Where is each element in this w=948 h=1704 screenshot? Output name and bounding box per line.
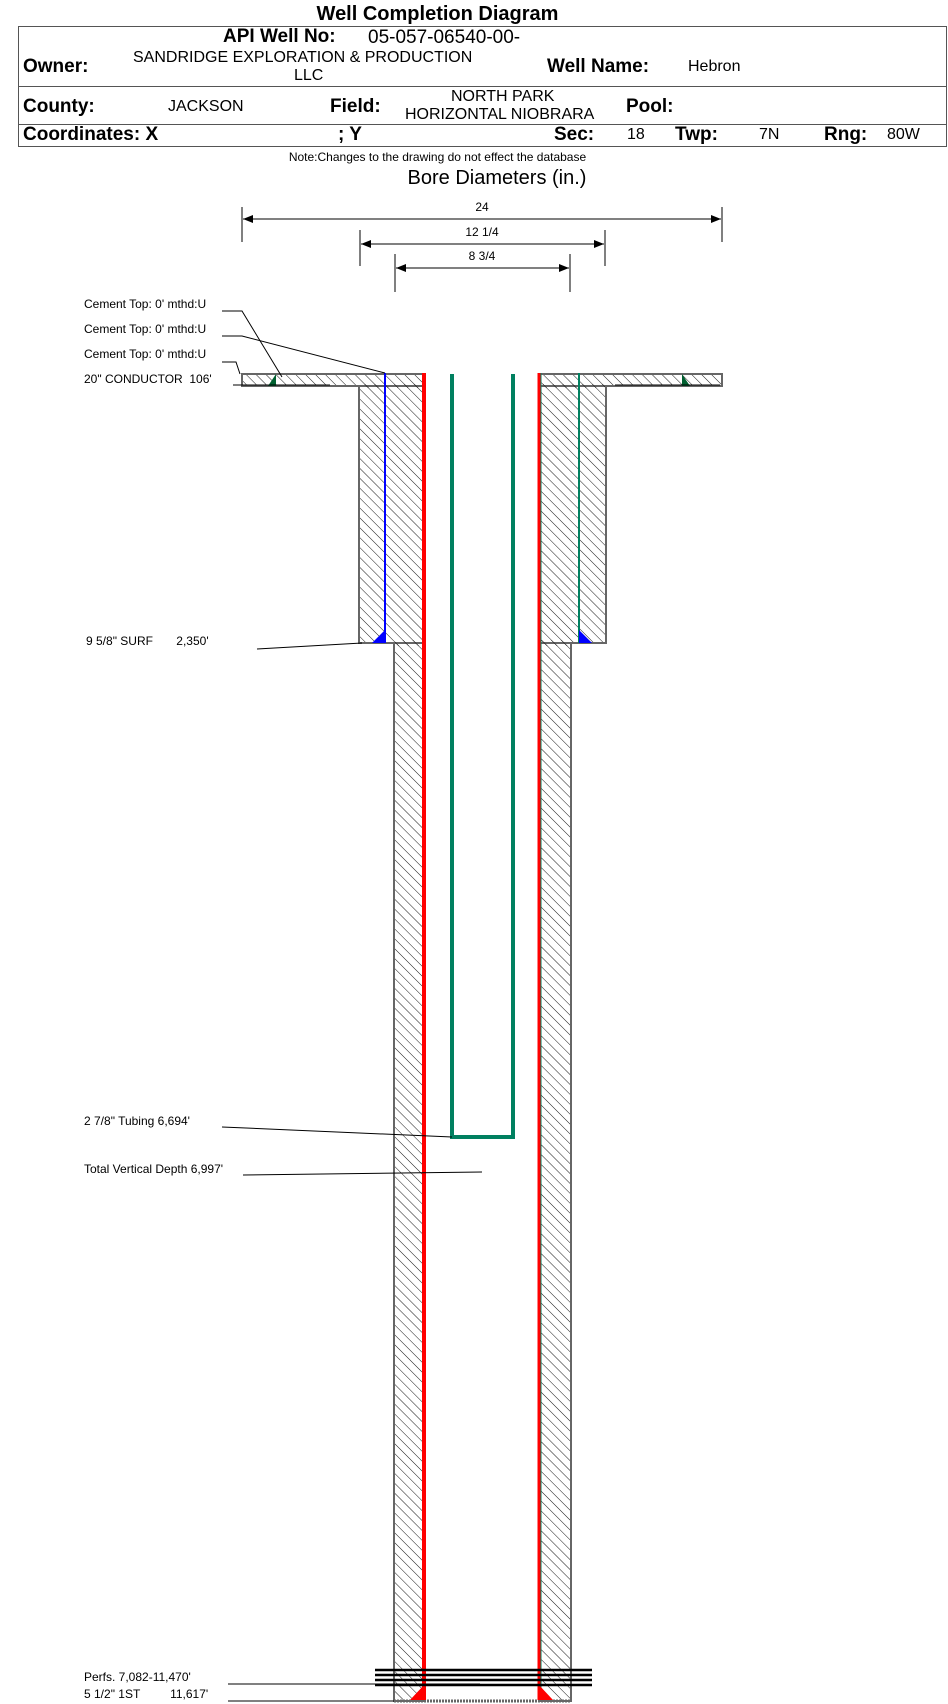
surface-hole-cement [358,385,425,644]
cement-top-label: Cement Top: 0' mthd:U [84,322,206,336]
production-shoe-icon [539,1685,553,1700]
conductor-shoe-icon [682,374,690,386]
row-divider [19,86,946,87]
twp-value: 7N [759,126,780,143]
surface-shoe-icon [372,630,385,643]
production-hole-cement [393,642,425,1702]
field-value: NORTH PARK [451,88,555,105]
note-text: Note:Changes to the drawing do not effec… [288,150,587,164]
county-value: JACKSON [168,98,244,115]
tubing-label: 2 7/8" Tubing 6,694' [84,1114,190,1128]
surface-shoe-icon [579,630,592,643]
production-casing-label: 5 1/2" 1ST 11,617' [84,1687,208,1701]
twp-label: Twp: [675,124,718,145]
production-shoe-icon [410,1685,424,1700]
well-name-value: Hebron [688,58,741,75]
bore-dimension-24 [241,207,723,242]
api-label: API Well No: [223,26,336,47]
coord-y-label: ; Y [338,124,362,145]
rng-label: Rng: [824,124,868,145]
cement-top-label: Cement Top: 0' mthd:U [84,297,206,311]
perfs-label: Perfs. 7,082-11,470' [84,1670,191,1684]
sec-label: Sec: [554,124,595,145]
pool-label: Pool: [626,96,674,117]
owner-label: Owner: [23,56,89,77]
county-label: County: [23,96,95,117]
bore-dimension-8-3-4 [394,254,571,292]
page-title: Well Completion Diagram [316,3,559,25]
bore-diameters-title: Bore Diameters (in.) [408,167,587,189]
surface-hole-cement [538,385,607,644]
leader-lines [221,310,720,1702]
rng-value: 80W [887,126,920,143]
tubing [450,374,515,1139]
perforations [375,1668,592,1687]
coord-x-label: Coordinates: X [23,124,159,145]
field-label: Field: [330,96,381,117]
production-hole-cement [538,642,572,1702]
sec-value: 18 [627,126,645,143]
row-divider [19,124,946,125]
api-value: 05-057-06540-00- [368,27,521,48]
well-header-table [18,26,947,147]
bore-label-12-1-4: 12 1/4 [465,225,499,239]
conductor-shoe-icon [268,374,276,386]
bore-dimension-12-1-4 [359,230,606,266]
owner-value-2: LLC [294,67,324,84]
well-name-label: Well Name: [547,56,650,77]
cement-top-label: Cement Top: 0' mthd:U [84,347,206,361]
bore-label-8-3-4: 8 3/4 [469,249,496,263]
bore-label-24: 24 [475,200,489,214]
tvd-label: Total Vertical Depth 6,997' [84,1162,223,1176]
field-value-2: HORIZONTAL NIOBRARA [405,106,595,123]
conductor-label: 20" CONDUCTOR 106' [84,372,212,386]
owner-value: SANDRIDGE EXPLORATION & PRODUCTION [133,49,473,66]
surface-casing-label: 9 5/8" SURF 2,350' [86,634,209,648]
